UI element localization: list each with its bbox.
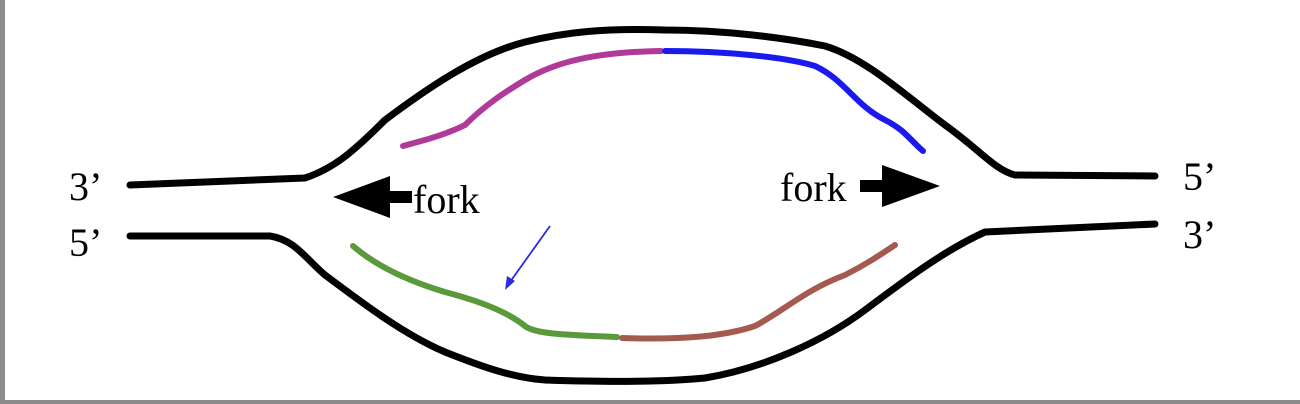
parental-strand-bottom (126, 220, 1159, 385)
new-strand-top-left (400, 48, 664, 149)
parental-strand-top (126, 26, 1159, 189)
new-strand-bottom-left (350, 243, 620, 340)
left-arrow-shaft (388, 191, 412, 203)
pointer-arrow-head (505, 276, 515, 290)
diagram-canvas: fork fork 3’ 5’ 5’ 3’ (69, 26, 1216, 385)
left-arrow-head (333, 176, 390, 218)
pointer-arrow-line (509, 225, 551, 283)
right-fork-label: fork (780, 165, 847, 210)
right-arrow-shaft (860, 180, 886, 192)
right-fork-arrow (860, 165, 940, 207)
new-strand-bottom-right (619, 242, 898, 342)
label-top-right-end: 5’ (1183, 154, 1216, 199)
label-bottom-right-end: 3’ (1183, 212, 1216, 257)
left-fork-label: fork (413, 177, 480, 222)
label-bottom-left-end: 5’ (69, 220, 102, 265)
right-arrow-head (882, 165, 940, 207)
new-strand-top-right (662, 48, 926, 154)
left-fork-arrow (333, 176, 412, 218)
label-top-left-end: 3’ (69, 164, 102, 209)
